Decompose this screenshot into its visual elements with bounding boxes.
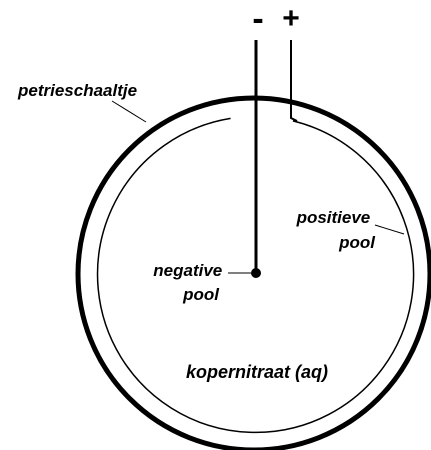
petri-dish-inner-wall xyxy=(96,117,415,434)
negative-pole-label-line1: negative xyxy=(153,261,222,280)
positive-pole-label-line2: pool xyxy=(338,233,376,252)
negative-electrode-dot xyxy=(251,268,261,278)
positive-pole-leader xyxy=(374,224,405,235)
positive-pole-label: positieve pool xyxy=(296,208,377,252)
petri-dish-label: petrieschaaltje xyxy=(17,81,137,100)
negative-pole-label: negative pool xyxy=(153,261,227,304)
petri-dish-outer-wall xyxy=(75,95,431,450)
solution-label: kopernitraat (aq) xyxy=(186,362,328,382)
minus-sign: - xyxy=(252,0,263,38)
positive-electrode-wire xyxy=(290,40,298,122)
petri-dish-leader xyxy=(111,100,147,123)
positive-pole-label-line1: positieve xyxy=(296,208,371,227)
plus-sign: + xyxy=(282,2,300,35)
negative-pole-label-line2: pool xyxy=(182,285,220,304)
